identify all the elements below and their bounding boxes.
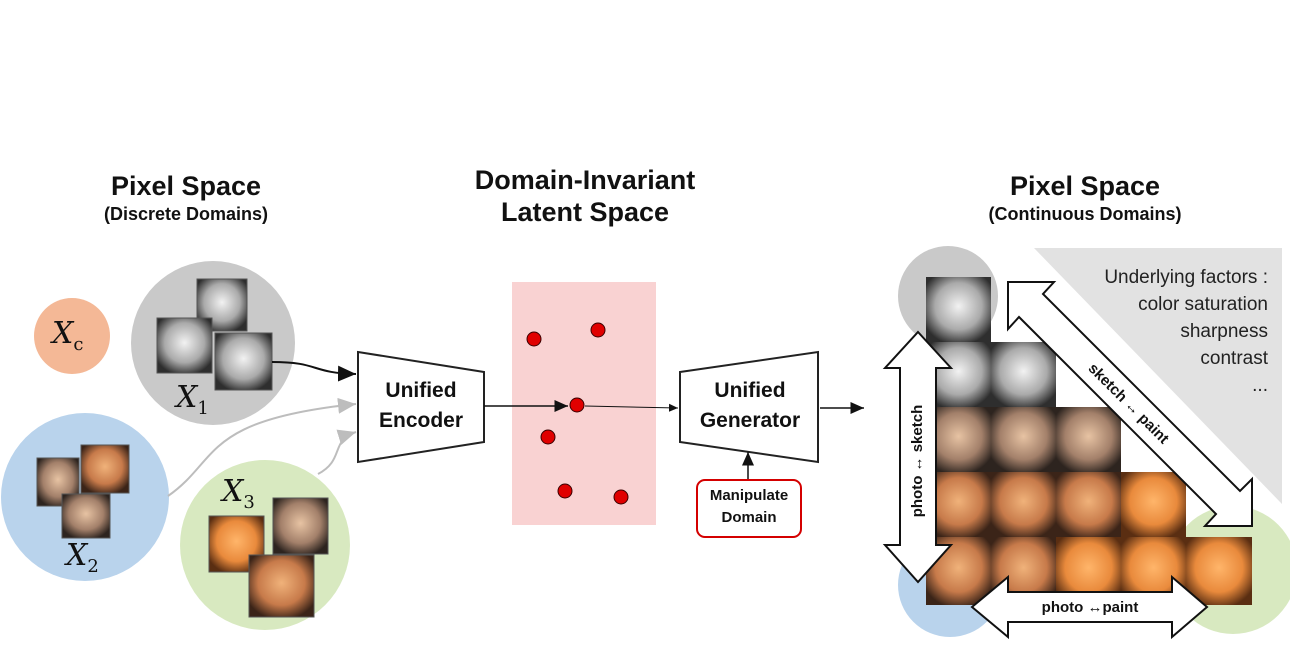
underlying-factors: Underlying factors : color saturation sh… (1104, 264, 1268, 399)
latent-point (569, 397, 585, 413)
grid-face (1121, 472, 1186, 537)
grid-face (1056, 407, 1121, 472)
x1-symbol: X (176, 380, 198, 415)
grid-face (991, 342, 1056, 407)
encoder-shape (357, 350, 485, 464)
latent-points (526, 322, 629, 505)
horizontal-double-arrow (970, 574, 1209, 640)
x1-to-encoder-arrow (271, 361, 357, 382)
x2-symbol: X (66, 538, 88, 573)
factor-item: ... (1252, 375, 1268, 396)
x3-face-3 (248, 554, 315, 618)
middle-title: Domain-Invariant Latent Space (440, 164, 730, 228)
generator-label-line1: Unified (714, 379, 786, 402)
x1-face-2 (156, 317, 213, 374)
x2-face-3 (61, 493, 111, 539)
generator-shape (679, 350, 819, 464)
manipulate-label-line2: Domain (721, 509, 777, 526)
x2-face-2 (80, 444, 130, 494)
x1-face-3 (214, 332, 273, 391)
right-title-sub: (Continuous Domains) (988, 204, 1182, 224)
x1-subscript: 1 (197, 398, 209, 419)
latent-point (613, 489, 629, 505)
latent-point (557, 483, 573, 499)
latent-point (540, 429, 556, 445)
x3-subscript: 3 (243, 492, 255, 513)
xc-symbol: X (52, 316, 74, 351)
factor-item: color saturation (1138, 294, 1268, 315)
vertical-double-arrow (882, 330, 954, 584)
x3-face-2 (272, 497, 329, 555)
x2-face-1 (36, 457, 80, 507)
horizontal-arrow-label: photo ↔paint (1042, 599, 1139, 616)
grid-face (991, 407, 1056, 472)
generator-label-line2: Generator (699, 409, 801, 432)
grid-face (991, 472, 1056, 537)
factor-item: sharpness (1180, 321, 1268, 342)
xc-label: Xc (52, 316, 83, 355)
factors-heading: Underlying factors : (1104, 267, 1268, 288)
x2-label: X2 (66, 538, 99, 577)
factor-item: contrast (1200, 348, 1268, 369)
middle-title-line1: Domain-Invariant (474, 165, 696, 195)
xc-circle (34, 298, 110, 374)
left-title-sub: (Discrete Domains) (103, 204, 269, 224)
encoder-label: Unified Encoder (362, 376, 480, 436)
manipulate-domain-box (696, 479, 802, 538)
generator-label: Unified Generator (684, 376, 816, 436)
latent-point (526, 331, 542, 347)
x3-label: X3 (222, 474, 255, 513)
right-title: Pixel Space (Continuous Domains) (960, 170, 1210, 226)
factors-triangle (1034, 248, 1282, 504)
x3-symbol: X (222, 474, 244, 509)
left-title-main: Pixel Space (110, 171, 262, 201)
manipulate-domain-label: Manipulate Domain (697, 485, 801, 529)
grid-face (1186, 537, 1252, 605)
encoder-label-line2: Encoder (378, 409, 464, 432)
encoder-label-line1: Unified (385, 379, 457, 402)
x2-to-encoder-arrow (167, 397, 357, 497)
x2-subscript: 2 (87, 556, 99, 577)
grid-face (1056, 472, 1121, 537)
latent-point (590, 322, 606, 338)
latent-to-generator-arrow (584, 403, 679, 412)
left-title: Pixel Space (Discrete Domains) (86, 170, 286, 226)
x1-label: X1 (176, 380, 209, 419)
xc-subscript: c (73, 334, 84, 355)
right-title-main: Pixel Space (1009, 171, 1161, 201)
x3-to-encoder-arrow (317, 429, 357, 475)
manipulate-label-line1: Manipulate (709, 487, 789, 504)
diagonal-double-arrow (1007, 281, 1253, 527)
grid-face (926, 277, 991, 342)
middle-title-line2: Latent Space (500, 197, 670, 227)
vertical-arrow-label: photo ↔ sketch (909, 405, 926, 518)
